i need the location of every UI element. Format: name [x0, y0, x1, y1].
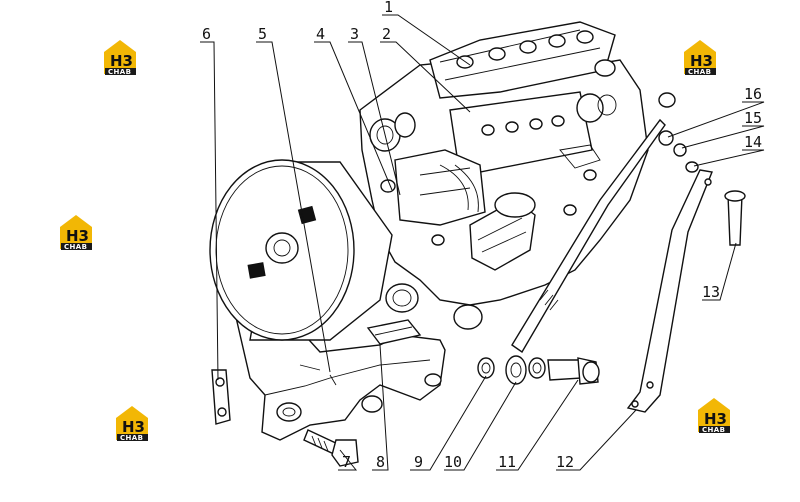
part-label-8: 8	[376, 453, 385, 471]
fuel-pipe	[505, 118, 666, 385]
logo-mark: H3	[704, 410, 727, 428]
logo-text: CHAB	[702, 426, 725, 434]
support-bracket	[394, 149, 486, 226]
watermark-logo-top-left: H3 CHAB	[104, 40, 136, 76]
logo-text: CHAB	[688, 68, 711, 76]
logo-text: CHAB	[64, 243, 87, 251]
stay-bolt	[724, 190, 746, 246]
part-label-6: 6	[202, 25, 211, 43]
leader-lines	[200, 14, 765, 471]
nut	[658, 130, 674, 146]
logo-text: CHAB	[120, 434, 143, 442]
sealing-washer-2	[528, 357, 546, 379]
part-label-7: 7	[342, 453, 351, 471]
part-label-15: 15	[744, 109, 762, 127]
watermark-logo-mid-left: H3 CHAB	[60, 215, 92, 251]
watermark-logo-bottom-left: H3 CHAB	[116, 406, 148, 442]
logo-mark: H3	[690, 52, 713, 70]
banjo-bolt	[547, 357, 600, 385]
part-label-12: 12	[556, 453, 574, 471]
part-label-2: 2	[382, 25, 391, 43]
mounting-bolt	[303, 429, 359, 467]
logo-text: CHAB	[108, 68, 131, 76]
flat-washer	[685, 161, 699, 173]
part-label-3: 3	[350, 25, 359, 43]
drive-pulley	[209, 159, 393, 341]
logo-mark: H3	[110, 52, 133, 70]
part-label-4: 4	[316, 25, 325, 43]
part-label-10: 10	[444, 453, 462, 471]
part-label-1: 1	[384, 0, 393, 16]
watermark-logo-top-right: H3 CHAB	[684, 40, 716, 76]
part-label-13: 13	[702, 283, 720, 301]
inspection-cover	[449, 91, 593, 177]
shim-plate	[366, 319, 422, 345]
part-label-5: 5	[258, 25, 267, 43]
part-label-11: 11	[498, 453, 516, 471]
part-label-16: 16	[744, 85, 762, 103]
part-label-14: 14	[744, 133, 762, 151]
spring-washer	[673, 143, 687, 157]
delivery-valve-block	[429, 21, 616, 99]
logo-mark: H3	[66, 227, 89, 245]
stay-rod	[626, 169, 713, 413]
side-mount-bracket	[211, 369, 231, 425]
part-label-9: 9	[414, 453, 423, 471]
sealing-washer	[477, 357, 495, 379]
watermark-logo-bottom-right: H3 CHAB	[698, 398, 730, 434]
part-number-labels: 1 2 3 4 5 6 7 8 9 10 11 12 13 14 15 16	[202, 0, 762, 471]
logo-mark: H3	[122, 418, 145, 436]
